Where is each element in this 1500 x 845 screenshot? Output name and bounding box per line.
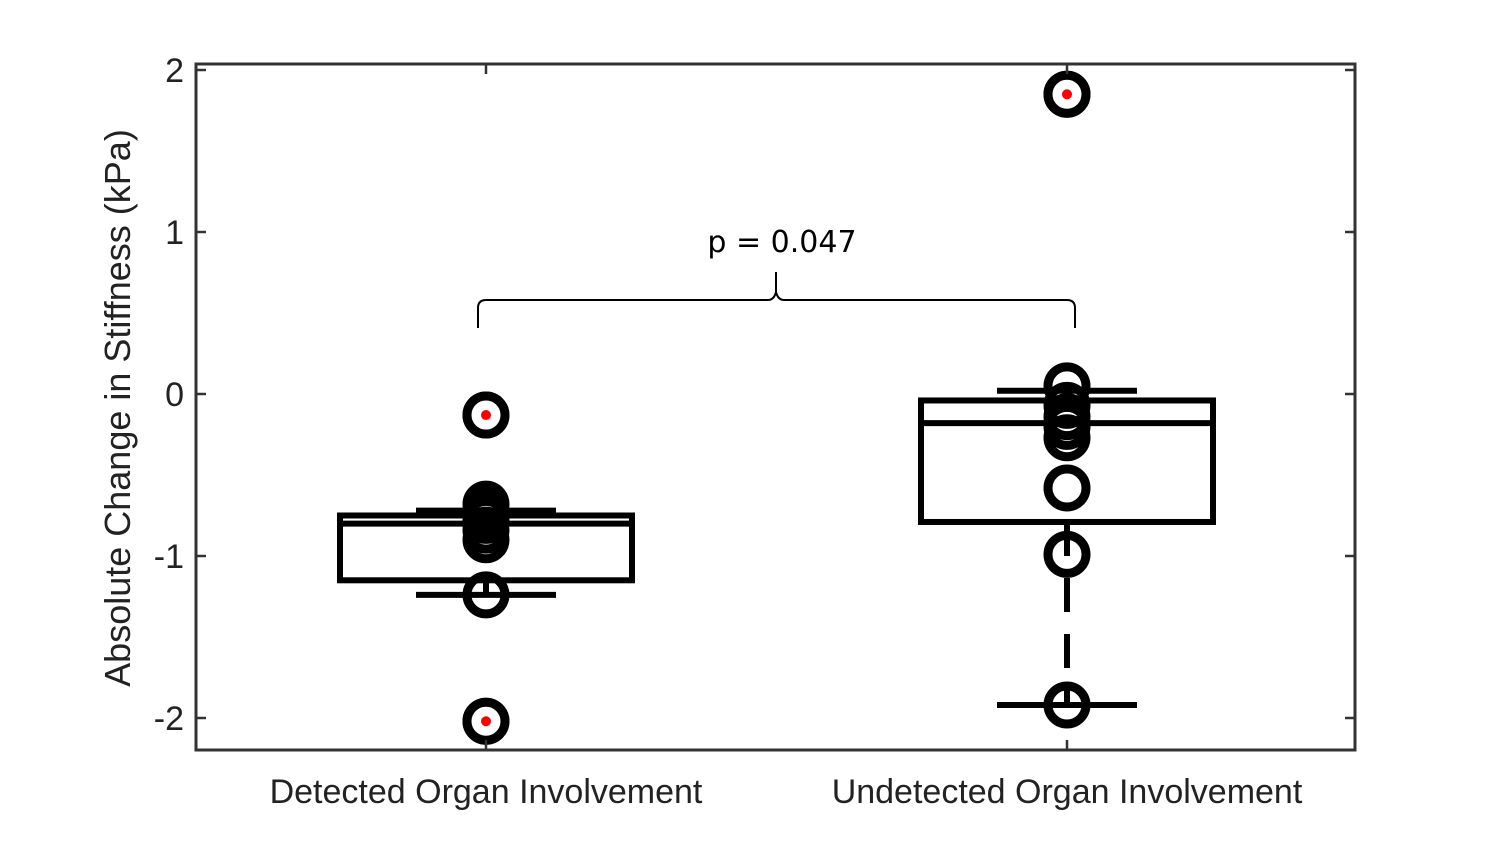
y-tick-label: 0 <box>165 376 184 414</box>
data-point <box>462 571 510 619</box>
data-point <box>1043 681 1091 729</box>
outlier-marker <box>1062 89 1072 100</box>
x-tick-label: Undetected Organ Involvement <box>832 773 1303 811</box>
p-value-annotation: p = 0.047 <box>707 225 856 260</box>
plot-area: p = 0.047 <box>337 70 1216 745</box>
y-tick-label: -1 <box>154 538 184 576</box>
y-tick-label: 1 <box>165 214 184 252</box>
y-axis-label: Absolute Change in Stiffness (kPa) <box>97 129 138 687</box>
outlier-marker <box>481 716 491 727</box>
x-tick-label: Detected Organ Involvement <box>270 773 703 811</box>
outlier-marker <box>481 410 491 421</box>
plot-frame <box>194 62 1357 752</box>
data-point <box>1043 464 1091 512</box>
data-point <box>1043 530 1091 578</box>
y-tick-label: -2 <box>154 700 184 738</box>
y-tick-label: 2 <box>165 52 184 90</box>
significance-bracket <box>477 272 1076 328</box>
data-point <box>462 516 510 564</box>
data-point <box>1043 414 1091 462</box>
